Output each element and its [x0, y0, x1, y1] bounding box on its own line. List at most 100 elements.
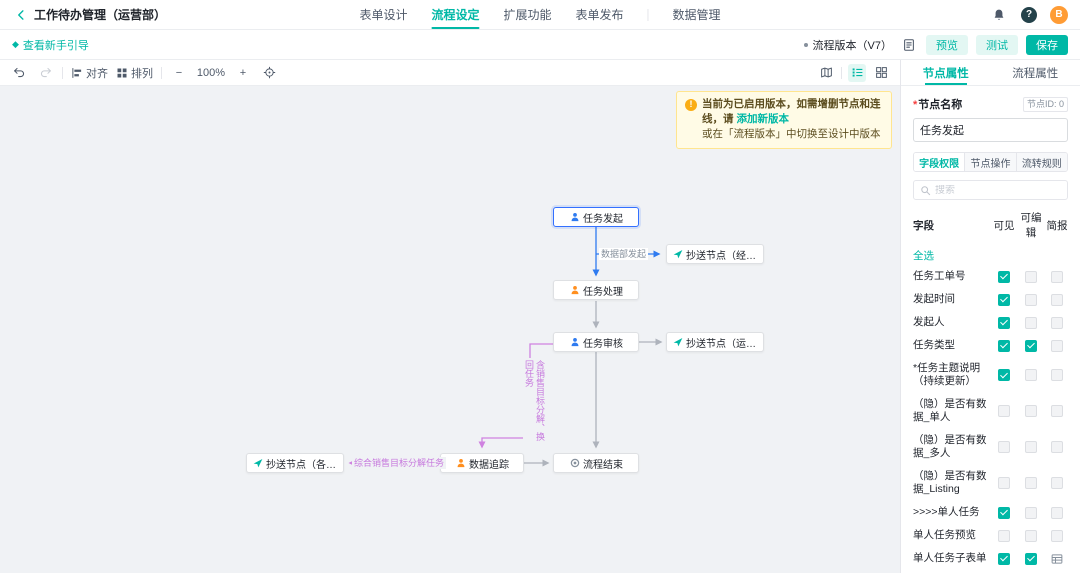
checkbox-editable[interactable] — [1025, 316, 1037, 329]
save-button[interactable]: 保存 — [1026, 34, 1068, 55]
add-version-link[interactable]: 添加新版本 — [736, 113, 790, 125]
checkbox-editable[interactable] — [1025, 552, 1037, 565]
checkbox-editable[interactable] — [1025, 477, 1037, 489]
checkbox-visible[interactable] — [998, 441, 1010, 453]
checkbox-brief[interactable] — [1051, 529, 1063, 542]
checkbox-brief[interactable] — [1051, 270, 1063, 283]
checkbox-visible[interactable] — [998, 529, 1010, 542]
canvas-toolbar: 对齐 排列 − 100% + — [0, 60, 900, 86]
subtab-node-operations[interactable]: 节点操作 — [964, 153, 1016, 171]
checkbox-visible[interactable] — [998, 506, 1010, 519]
beginner-guide-link[interactable]: ◆ 查看新手引导 — [12, 37, 89, 53]
checkbox-visible[interactable] — [998, 316, 1010, 329]
field-label: 发起时间 — [913, 293, 955, 305]
node-name-input[interactable] — [913, 118, 1068, 142]
flow-node-cc-manager[interactable]: 抄送节点（经理） — [666, 244, 764, 264]
bell-icon[interactable] — [990, 6, 1008, 24]
flow-edges — [348, 227, 663, 467]
node-label: 抄送节点（各部... — [266, 459, 338, 471]
field-label: 发起人 — [913, 316, 945, 328]
field-label: （隐）是否有数据_单人 — [913, 398, 987, 423]
align-button[interactable]: 对齐 — [71, 65, 108, 81]
checkbox-editable[interactable] — [1025, 506, 1037, 519]
field-label: *任务主题说明（持续更新） — [913, 362, 981, 387]
checkbox-visible[interactable] — [998, 339, 1010, 352]
checkbox-visible[interactable] — [998, 477, 1010, 489]
node-label: 流程结束 — [583, 459, 623, 471]
tab-form-design[interactable]: 表单设计 — [359, 8, 408, 22]
tab-node-properties[interactable]: 节点属性 — [901, 60, 991, 85]
grid-view-toggle[interactable] — [872, 64, 890, 82]
subtab-field-permissions[interactable]: 字段权限 — [914, 153, 965, 171]
checkbox-brief[interactable] — [1051, 441, 1063, 453]
flow-node-task-process[interactable]: 任务处理 — [553, 280, 639, 300]
header-actions: ? B — [990, 5, 1068, 24]
sub-header: ◆ 查看新手引导 流程版本（V7） 预览 测试 保存 — [0, 30, 1080, 60]
undo-icon[interactable] — [10, 64, 28, 82]
field-label: 单人任务子表单 — [913, 552, 987, 564]
field-search[interactable] — [913, 180, 1068, 200]
main-area: 对齐 排列 − 100% + — [0, 60, 1080, 573]
checkbox-editable[interactable] — [1025, 270, 1037, 283]
select-all-link[interactable]: 全选 — [913, 250, 934, 262]
checkbox-visible[interactable] — [998, 405, 1010, 417]
flow-version-selector[interactable]: 流程版本（V7） — [803, 37, 892, 53]
checkbox-editable[interactable] — [1025, 293, 1037, 306]
flow-node-cc-departments[interactable]: 抄送节点（各部... — [246, 453, 344, 473]
tab-extensions[interactable]: 扩展功能 — [503, 8, 552, 22]
checkbox-visible[interactable] — [998, 369, 1010, 381]
preview-button[interactable]: 预览 — [926, 34, 968, 55]
redo-icon[interactable] — [36, 64, 54, 82]
checkbox-editable[interactable] — [1025, 529, 1037, 542]
zoom-out-icon[interactable]: − — [175, 66, 183, 79]
avatar[interactable]: B — [1050, 5, 1068, 24]
version-label: 流程版本（V7） — [812, 39, 892, 52]
flow-canvas[interactable]: ! 当前为已启用版本，如需增删节点和连线，请添加新版本 或在「流程版本」中切换至… — [0, 86, 900, 573]
tab-data-management[interactable]: 数据管理 — [672, 8, 721, 22]
minimap-icon[interactable] — [817, 64, 835, 82]
checkbox-brief[interactable] — [1051, 506, 1063, 519]
flow-node-flow-end[interactable]: 流程结束 — [553, 453, 639, 473]
properties-panel: 节点属性 流程属性 *节点名称 节点ID: 0 字段权限 节点操作 流转规则 — [900, 60, 1080, 573]
checkbox-visible[interactable] — [998, 293, 1010, 306]
flow-node-task-start[interactable]: 任务发起 — [553, 207, 639, 227]
flow-node-data-tracking[interactable]: 数据追踪 — [440, 453, 524, 473]
test-button[interactable]: 测试 — [976, 34, 1018, 55]
checkbox-brief[interactable] — [1051, 293, 1063, 306]
tab-flow-properties[interactable]: 流程属性 — [1012, 67, 1059, 80]
arrange-button[interactable]: 排列 — [116, 65, 153, 81]
field-label: 任务类型 — [913, 339, 955, 351]
help-icon[interactable]: ? — [1021, 6, 1037, 23]
zoom-in-icon[interactable]: + — [239, 66, 247, 79]
checkbox-brief[interactable] — [1051, 369, 1063, 381]
checkbox-brief[interactable] — [1051, 339, 1063, 352]
checkbox-brief[interactable] — [1051, 477, 1063, 489]
tab-flow-setting[interactable]: 流程设定 — [431, 0, 480, 29]
checkbox-brief[interactable] — [1051, 405, 1063, 417]
version-history-icon[interactable] — [900, 36, 918, 54]
tabs-divider — [647, 8, 649, 21]
tab-form-publish[interactable]: 表单发布 — [575, 8, 624, 22]
field-row: （隐）是否有数据_Listing — [913, 465, 1068, 501]
checkbox-visible[interactable] — [998, 552, 1010, 565]
checkbox-brief[interactable] — [1051, 316, 1063, 329]
checkbox-editable[interactable] — [1025, 369, 1037, 381]
search-input[interactable] — [935, 184, 1061, 196]
node-label: 抄送节点（经理） — [686, 250, 758, 262]
flow-node-task-review[interactable]: 任务审核 — [553, 332, 639, 352]
toolbar-divider — [62, 66, 63, 79]
subtab-flow-rules[interactable]: 流转规则 — [1015, 153, 1067, 171]
outline-view-toggle[interactable] — [848, 63, 866, 82]
checkbox-visible[interactable] — [998, 270, 1010, 283]
edge-label-branch: 数据部发起 — [599, 248, 649, 260]
field-row: 单人任务子表单 — [913, 547, 1068, 570]
locate-icon[interactable] — [260, 64, 278, 82]
subheader-actions: 流程版本（V7） 预览 测试 保存 — [803, 34, 1068, 55]
column-field: 字段 — [913, 219, 934, 232]
flow-node-cc-operations[interactable]: 抄送节点（运营） — [666, 332, 764, 352]
checkbox-editable[interactable] — [1025, 405, 1037, 417]
checkbox-editable[interactable] — [1025, 441, 1037, 453]
subform-config-icon[interactable] — [1051, 552, 1064, 565]
back-icon[interactable] — [12, 6, 30, 24]
checkbox-editable[interactable] — [1025, 339, 1037, 352]
